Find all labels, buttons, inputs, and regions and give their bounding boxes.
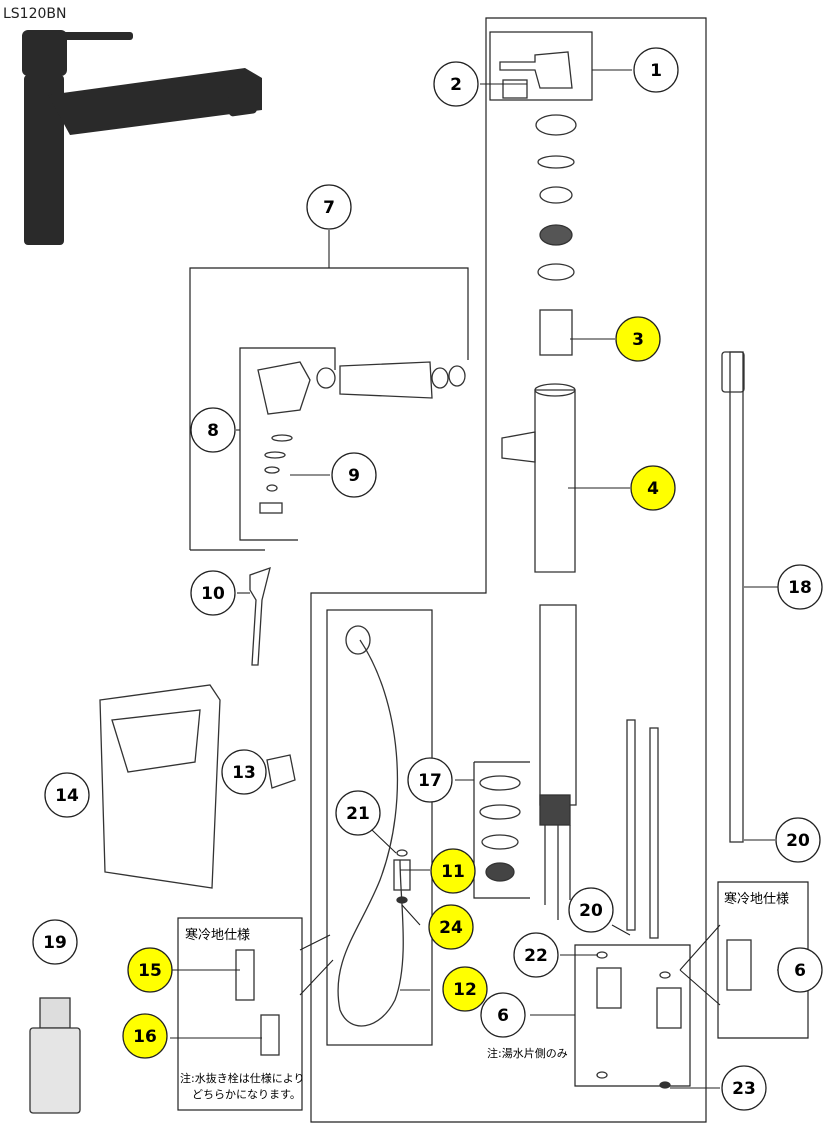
callout-label: 20 [579, 901, 603, 921]
handle-screw [502, 79, 528, 99]
callout-c17: 17 [407, 757, 453, 803]
grease-bottle [29, 997, 81, 1114]
cold-region-title-right: 寒冷地仕様 [724, 891, 789, 907]
callout-label: 8 [207, 421, 219, 441]
callout-label: 6 [794, 961, 806, 981]
callout-circle [775, 817, 821, 863]
callout-label: 22 [524, 946, 548, 966]
callout-c23: 23 [721, 1065, 767, 1111]
callout-circle [777, 564, 823, 610]
callout-circle [480, 992, 526, 1038]
callout-label: 4 [647, 479, 659, 499]
callout-label: 13 [232, 763, 256, 783]
callout-label: 9 [348, 466, 360, 486]
clip [249, 566, 271, 666]
callout-c20a: 20 [775, 817, 821, 863]
callout-circle [190, 570, 236, 616]
callout-circle [721, 1065, 767, 1111]
callout-label: 23 [732, 1079, 756, 1099]
callout-c6b: 6 [777, 947, 823, 993]
callout-label: 10 [201, 584, 225, 604]
spout-tube [339, 361, 433, 399]
callout-c1: 1 [633, 47, 679, 93]
callout-c2: 2 [433, 61, 479, 107]
callout-circle [633, 47, 679, 93]
callout-circle [44, 772, 90, 818]
spout-head [257, 361, 311, 415]
drain-note-line2: どちらかになります。 [192, 1088, 301, 1101]
callout-circle [568, 887, 614, 933]
callout-c14: 14 [44, 772, 90, 818]
callout-circle [442, 966, 488, 1012]
shroud [99, 684, 221, 889]
callout-circle [221, 749, 267, 795]
callout-c22: 22 [513, 932, 559, 978]
callout-circle [630, 465, 676, 511]
handle-lever [499, 51, 573, 89]
callout-label: 21 [346, 804, 370, 824]
callout-circle [335, 790, 381, 836]
callout-label: 17 [418, 771, 442, 791]
faucet-product-image [22, 30, 262, 245]
callout-circle [407, 757, 453, 803]
callout-circle [122, 1013, 168, 1059]
callout-c9: 9 [331, 452, 377, 498]
callout-label: 3 [632, 330, 644, 350]
callout-label: 6 [497, 1006, 509, 1026]
callout-label: 1 [650, 61, 662, 81]
callout-label: 16 [133, 1027, 157, 1047]
callout-circle [331, 452, 377, 498]
drain-note-line1: 注:水抜き栓は仕様により [180, 1071, 305, 1085]
callout-c16: 16 [122, 1013, 168, 1059]
frame-lines [177, 17, 809, 1123]
callout-c12: 12 [442, 966, 488, 1012]
callout-circle [190, 407, 236, 453]
callout-c13: 13 [221, 749, 267, 795]
callout-group: 1234667891011121314151617181920202122232… [32, 47, 823, 1111]
callout-label: 11 [441, 862, 465, 882]
callout-circle [306, 184, 352, 230]
callout-label: 18 [788, 578, 812, 598]
callout-label: 24 [439, 918, 463, 938]
model-label: LS120BN [3, 6, 67, 22]
callout-circle [433, 61, 479, 107]
cartridge [539, 309, 573, 356]
callout-c3: 3 [615, 316, 661, 362]
callout-label: 12 [453, 980, 477, 1000]
callout-label: 19 [43, 933, 67, 953]
callout-circle [615, 316, 661, 362]
callout-c21: 21 [335, 790, 381, 836]
callout-c4: 4 [630, 465, 676, 511]
callout-c6a: 6 [480, 992, 526, 1038]
callout-c8: 8 [190, 407, 236, 453]
callout-c19: 19 [32, 919, 78, 965]
callout-c11: 11 [430, 848, 476, 894]
cold-region-title-left: 寒冷地仕様 [185, 927, 250, 943]
callout-c10: 10 [190, 570, 236, 616]
callout-c20b: 20 [568, 887, 614, 933]
callout-label: 14 [55, 786, 79, 806]
callout-circle [127, 947, 173, 993]
callout-label: 15 [138, 961, 162, 981]
callout-label: 20 [786, 831, 810, 851]
callout-label: 2 [450, 75, 462, 95]
pull-out-hose [337, 639, 404, 1027]
callout-c18: 18 [777, 564, 823, 610]
callout-c7: 7 [306, 184, 352, 230]
callout-circle [777, 947, 823, 993]
callout-c15: 15 [127, 947, 173, 993]
callout-label: 7 [323, 198, 335, 218]
callout-circle [32, 919, 78, 965]
leader-lines [170, 69, 808, 1089]
callout-circle [513, 932, 559, 978]
part-drawings [29, 51, 752, 1114]
callout-circle [430, 848, 476, 894]
hot-side-note: 注:湯水片側のみ [487, 1046, 568, 1060]
callout-c24: 24 [428, 904, 474, 950]
callout-circle [428, 904, 474, 950]
body-pipe [534, 389, 576, 573]
